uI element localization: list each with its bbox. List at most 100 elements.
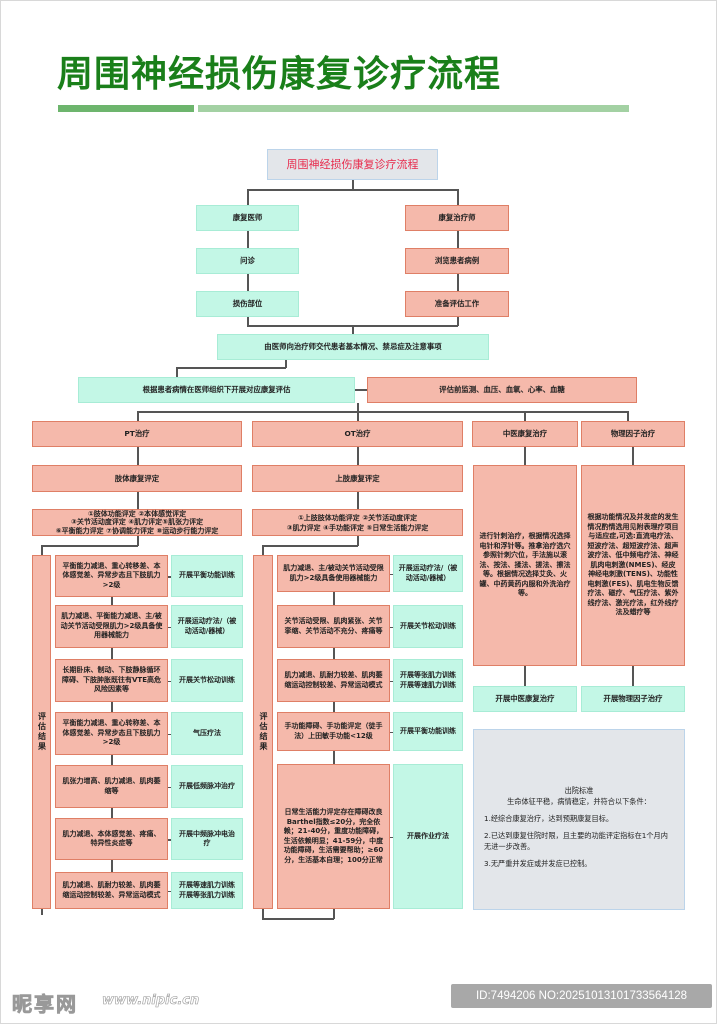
node-label: 评估结果 [259, 712, 268, 752]
treatment-box: 开展运动疗法/（被动活动/器械） [171, 605, 243, 648]
treatment-box: 开展关节松动训练 [393, 605, 463, 648]
watermark-logo: 昵享网 [12, 992, 78, 1017]
title-underline-light [198, 105, 629, 112]
connector [524, 666, 526, 686]
node-label: 开展中医康复治疗 [495, 694, 555, 703]
treatment-text: 开展运动疗法/（被动活动/器械） [398, 564, 458, 582]
treatment-text: 开展等张肌力训练开展等速肌力训练 [400, 671, 456, 689]
connector [262, 545, 264, 555]
connector [168, 890, 171, 892]
discharge-item: 2.已达到康复住院时限，且主要的功能评定指标在1个月内无进一步改善。 [484, 831, 668, 851]
discharge-title: 出院标准 [564, 786, 594, 795]
finding-box: 日常生活能力评定存在障碍改良Barthel指数≤20分，完全依赖；21-40分，… [277, 764, 390, 909]
eval-item: ③肌力评定 ④手功能评定 ⑤日常生活能力评定 [286, 523, 429, 532]
connector [352, 180, 354, 189]
connector [355, 389, 367, 391]
finding-text: 手功能障碍、手功能评定（徒手法）上田敏手功能<12级 [284, 722, 383, 740]
connector [168, 786, 171, 788]
node-label: 开展物理因子治疗 [603, 694, 663, 703]
finding-text: 平衡能力减退、重心转移差、本体感觉差、异常步态且下肢肌力>2级 [62, 561, 161, 589]
connector [333, 909, 335, 919]
treatment-text: 开展等速肌力训练开展等张肌力训练 [179, 881, 235, 899]
node-therapist: 康复治疗师 [405, 205, 509, 231]
connector [168, 839, 171, 841]
connector [390, 836, 393, 838]
finding-text: 肌力减退、主/被动关节活动受限肌力>2级具备使用器械能力 [283, 564, 384, 582]
finding-text: 肌力减退、肌耐力较差、肌肉萎缩运动控制较差、异常运动模式 [62, 881, 161, 899]
connector [41, 545, 138, 547]
physical-action: 开展物理因子治疗 [581, 686, 685, 712]
connector [357, 447, 359, 465]
finding-box: 肌力减退、本体感觉差、疼痛、特异性炎症等 [55, 818, 168, 860]
node-browse-records: 浏览患者病例 [405, 248, 509, 274]
treatment-box: 开展低频脉冲治疗 [171, 765, 243, 808]
discharge-subtitle: 生命体征平稳，病情稳定，并符合以下条件： [507, 797, 651, 806]
treatment-text: 开展中频脉冲电治疗 [179, 829, 235, 848]
connector [137, 411, 139, 421]
connector [524, 447, 526, 465]
treatment-text: 开展关节松动训练 [400, 621, 456, 630]
node-label: 根据功能情况及并发症的发生情况酌情选用见附表理疗项目与适应症,可选:直流电疗法、… [587, 513, 679, 617]
tcm-action: 开展中医康复治疗 [473, 686, 577, 712]
branch-pt: PT治疗 [32, 421, 242, 447]
finding-text: 肌力减退、平衡能力减退、主/被动关节活动受限肌力>2级具备使用器械能力 [60, 612, 163, 640]
connector [632, 447, 634, 465]
watermark-id: ID:7494206 NO:20251013101733564128 [451, 984, 712, 1008]
connector [357, 536, 359, 546]
finding-box: 肌力减退、肌耐力较差、肌肉萎缩运动控制较差、异常运动模式 [55, 872, 168, 909]
treatment-text: 开展关节松动训练 [179, 675, 235, 684]
node-label: 康复医师 [232, 213, 263, 222]
connector [137, 411, 627, 413]
node-label: 评估前监测、血压、血氧、心率、血糖 [439, 385, 565, 394]
tcm-description: 进行针刺治疗，根据情况选择电针和浮针等。推拿治疗选穴参照针刺穴位，手法施以滚法、… [473, 465, 577, 666]
node-handover: 由医师向治疗师交代患者基本情况、禁忌症及注意事项 [217, 334, 489, 360]
connector [247, 317, 249, 326]
finding-box: 手功能障碍、手功能评定（徒手法）上田敏手功能<12级 [277, 712, 390, 751]
finding-text: 肌力减退、肌耐力较差、肌肉萎缩运动控制较差、异常运动模式 [284, 671, 383, 689]
connector [41, 909, 43, 915]
ot-eval-items: ①上肢肢体功能评定 ②关节活动度评定 ③肌力评定 ④手功能评定 ⑤日常生活能力评… [252, 509, 463, 536]
pt-eval-title: 肢体康复评定 [32, 465, 242, 492]
connector [627, 411, 629, 421]
finding-box: 长期卧床、制动、下肢静脉循环障碍、下肢肿胀既往有VTE高危风险因素等 [55, 659, 168, 702]
connector [457, 317, 459, 326]
branch-physical: 物理因子治疗 [581, 421, 685, 447]
treatment-text: 开展平衡功能训练 [179, 571, 235, 580]
treatment-text: 开展低频脉冲治疗 [179, 781, 235, 790]
ot-result-label: 评估结果 [253, 555, 273, 909]
node-label: 准备评估工作 [434, 299, 480, 308]
finding-box: 平衡能力减退、重心转称差、本体感觉差、异常步态且下肢肌力>2级 [55, 712, 168, 755]
treatment-text: 开展作业疗法 [407, 831, 449, 840]
node-inquiry: 问诊 [196, 248, 299, 274]
ot-eval-title: 上肢康复评定 [252, 465, 463, 492]
finding-box: 平衡能力减退、重心转移差、本体感觉差、异常步态且下肢肌力>2级 [55, 555, 168, 597]
discharge-criteria: 出院标准 生命体征平稳，病情稳定，并符合以下条件： 1.经综合康复治疗，达到预期… [473, 729, 685, 910]
connector [632, 666, 634, 686]
title-underline-dark [58, 105, 194, 112]
page-title: 周围神经损伤康复诊疗流程 [57, 54, 502, 95]
eval-item: ⑥平衡能力评定 ⑦协调能力评定 ⑧运动步行能力评定 [55, 526, 219, 535]
connector [176, 367, 286, 369]
finding-box: 关节活动受限、肌肉紧张、关节挛缩、关节活动不充分、疼痛等 [277, 605, 390, 648]
connector [352, 325, 354, 334]
connector [457, 189, 459, 205]
eval-item: ①上肢肢体功能评定 ②关节活动度评定 [297, 513, 418, 522]
node-prepare-assessment: 准备评估工作 [405, 291, 509, 317]
node-label: 问诊 [240, 256, 255, 265]
treatment-box: 开展等张肌力训练开展等速肌力训练 [393, 659, 463, 702]
eval-item: ③关节活动度评定 ④肌力评定⑤肌张力评定 [70, 518, 204, 527]
node-label: 损伤部位 [232, 299, 263, 308]
node-label: 康复治疗师 [438, 213, 476, 222]
node-label: 根据患者病情在医师组织下开展对应康复评估 [142, 385, 291, 394]
treatment-text: 开展平衡功能训练 [400, 726, 456, 735]
node-label: 进行针刺治疗，根据情况选择电针和浮针等。推拿治疗选穴参照针刺穴位，手法施以滚法、… [479, 532, 571, 598]
treatment-box: 开展关节松动训练 [171, 659, 243, 702]
node-injury-site: 损伤部位 [196, 291, 299, 317]
node-label: PT治疗 [124, 429, 150, 438]
node-label: 肢体康复评定 [114, 473, 160, 483]
connector [137, 447, 139, 465]
connector [357, 403, 359, 421]
connector [285, 360, 287, 368]
connector [457, 231, 459, 248]
finding-text: 日常生活能力评定存在障碍改良Barthel指数≤20分，完全依赖；21-40分，… [283, 808, 384, 864]
